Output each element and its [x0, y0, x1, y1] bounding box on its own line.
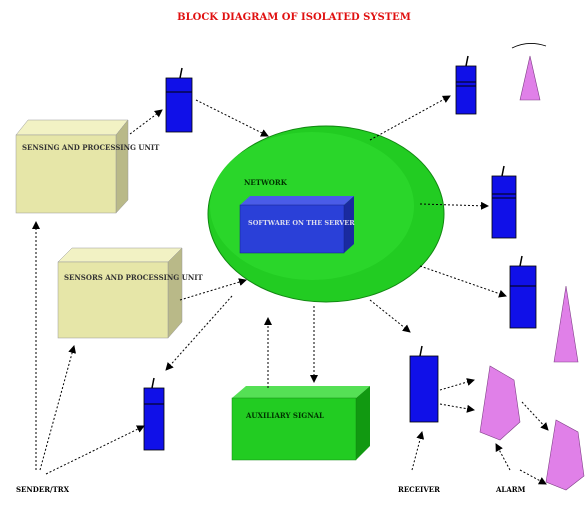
auxiliary-signal-box: AUXILIARY SIGNAL: [231, 386, 370, 461]
auxiliary-label: AUXILIARY SIGNAL: [245, 411, 324, 420]
alarm-shape-2: [545, 419, 585, 491]
sensing-unit-mid-label: SENSORS AND PROCESSING UNIT: [64, 273, 203, 282]
device-right-2: [509, 255, 537, 329]
transmitter-label: SENDER/TRX: [16, 485, 70, 494]
sensing-unit-mid: SENSORS AND PROCESSING UNIT: [57, 247, 203, 339]
device-top-center: [165, 67, 193, 133]
server-label: SOFTWARE ON THE SERVER: [248, 219, 355, 227]
device-bottom-left: [143, 377, 165, 451]
alarm-shape-1: [479, 365, 521, 441]
device-receiver: [409, 345, 439, 423]
sensing-unit-top-label: SENSING AND PROCESSING UNIT: [22, 143, 160, 152]
alarm-tower-right: [553, 285, 579, 363]
device-right-1: [491, 165, 517, 239]
connections: [32, 95, 549, 485]
receiver-label: RECEIVER: [398, 485, 440, 494]
svg-text:SENSING AND PROCESSING UNIT: SENSING AND PROCESSING UNIT: [22, 143, 160, 152]
sensing-unit-top: SENSING AND PROCESSING UNIT: [15, 119, 160, 214]
network-label: NETWORK: [244, 178, 288, 187]
device-top-right: [455, 55, 477, 115]
alarm-label: ALARM: [495, 485, 526, 494]
alarm-tower-top: [511, 43, 547, 101]
server-box: SOFTWARE ON THE SERVER: [239, 196, 355, 254]
diagram-title: BLOCK DIAGRAM OF ISOLATED SYSTEM: [177, 12, 411, 23]
